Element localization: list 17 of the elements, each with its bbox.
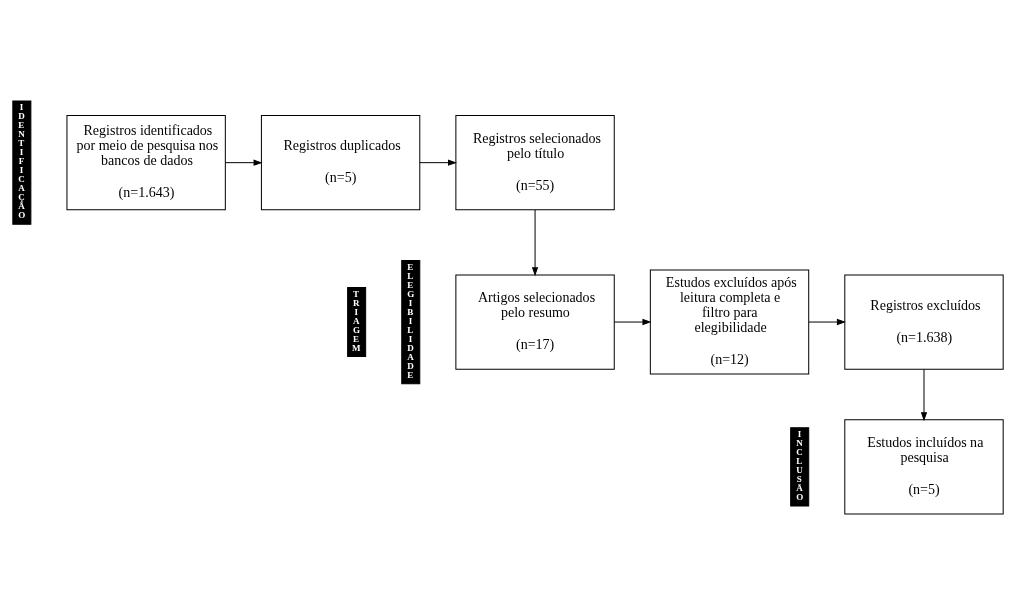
node-box: Artigos selecionados pelo resumo (n=17) bbox=[455, 273, 615, 370]
node-box: TRIAGEM bbox=[347, 286, 367, 357]
node-box: Estudos excluídos após leitura completa e filtro para elegibilidade (n=12) bbox=[649, 269, 810, 374]
arrow bbox=[419, 159, 456, 166]
node-box: Registros identificados por meio de pesquisa nos bancos de dados (n=1.643) bbox=[66, 114, 226, 210]
node-box: INCLUSÃO bbox=[790, 426, 810, 506]
node-box: Estudos incluídos na pesquisa (n=5) bbox=[844, 418, 1004, 514]
node-box: ELEGIBILIDADE bbox=[401, 259, 421, 384]
node-box: Registros excluídos (n=1.638) bbox=[844, 273, 1004, 370]
node-box: Registros duplicados (n=5) bbox=[260, 114, 421, 210]
node-box: IDENTIFICAÇÃO bbox=[12, 100, 32, 225]
arrow bbox=[808, 318, 845, 325]
arrow bbox=[225, 159, 262, 166]
node-box: Registros selecionados pelo título (n=55) bbox=[455, 114, 615, 210]
arrow bbox=[613, 318, 651, 325]
arrow bbox=[532, 209, 538, 275]
arrow bbox=[921, 368, 927, 420]
